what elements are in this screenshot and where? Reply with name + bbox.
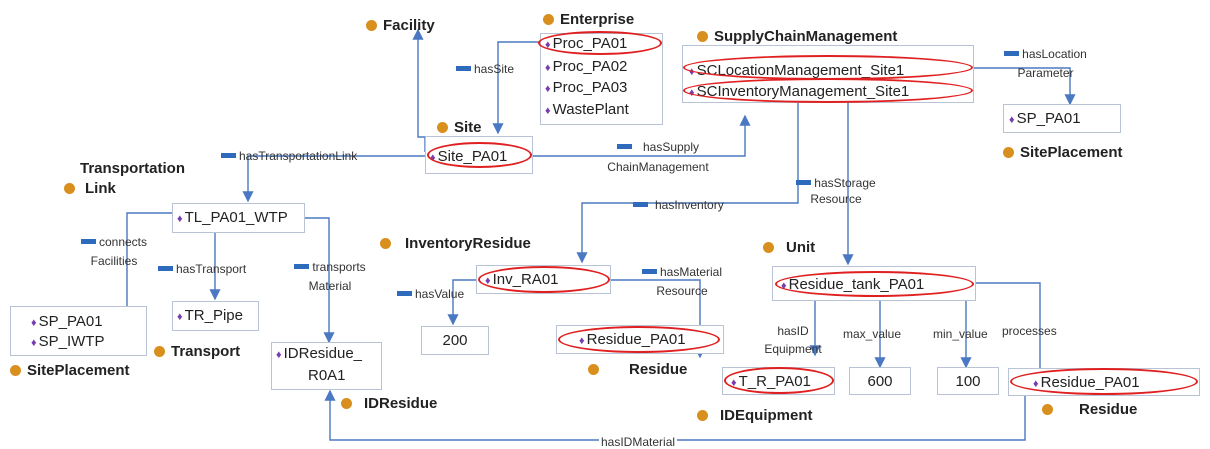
- relation-has-transport: hasTransport: [158, 262, 246, 276]
- instance-diamond-icon: ♦: [31, 337, 37, 349]
- relation-marker-icon: [633, 202, 648, 207]
- instance-id-residue-line2: R0A1: [308, 367, 346, 384]
- relation-marker-icon: [294, 264, 310, 269]
- highlight-inv: [478, 266, 610, 293]
- instance-diamond-icon: ♦: [1009, 114, 1015, 126]
- value-600-box: 600: [849, 367, 911, 395]
- instance-tl: ♦TL_PA01_WTP: [177, 209, 288, 226]
- instance-diamond-icon: ♦: [177, 311, 183, 323]
- relation-max-value: max_value: [843, 327, 902, 341]
- class-dot-icon: [1003, 147, 1014, 158]
- highlight-t-r: [724, 367, 834, 394]
- tr-pipe-box: ♦TR_Pipe: [172, 301, 259, 331]
- relation-marker-icon: [1004, 51, 1020, 56]
- class-site-placement-right: SitePlacement: [1003, 144, 1123, 162]
- relation-marker-icon: [456, 66, 471, 71]
- class-dot-icon: [10, 365, 21, 376]
- instance-diamond-icon: ♦: [31, 317, 37, 329]
- class-enterprise: Enterprise: [543, 11, 634, 29]
- class-facility: Facility: [366, 17, 435, 35]
- class-dot-icon: [697, 31, 708, 42]
- class-inventory-residue: InventoryResidue: [380, 235, 531, 253]
- relation-marker-icon: [616, 144, 632, 149]
- value-200: 200: [442, 332, 468, 349]
- relation-has-site: hasSite: [456, 62, 514, 76]
- class-id-residue: IDResidue: [341, 395, 437, 413]
- class-transport: Transport: [154, 343, 240, 361]
- instance-diamond-icon: ♦: [177, 213, 183, 225]
- highlight-residue-mid: [558, 326, 720, 353]
- class-site-placement-left: SitePlacement: [10, 362, 130, 380]
- highlight-residue-right: [1010, 368, 1198, 395]
- highlight-sc-inventory: [683, 78, 973, 103]
- class-dot-icon: [380, 238, 391, 249]
- sp-right-box: ♦SP_PA01: [1003, 104, 1121, 133]
- instance-diamond-icon: ♦: [545, 83, 551, 95]
- class-unit: Unit: [763, 239, 815, 257]
- relation-has-id-material: hasIDMaterial: [599, 435, 678, 449]
- instance-diamond-icon: ♦: [276, 349, 282, 361]
- class-transportation-link-line2: Link: [64, 180, 116, 198]
- class-site: Site: [437, 119, 482, 137]
- class-id-equipment: IDEquipment: [697, 407, 813, 425]
- highlight-sc-location: [683, 55, 973, 80]
- class-dot-icon: [64, 183, 75, 194]
- class-transportation-link-line1: Transportation: [80, 160, 186, 177]
- tl-box: ♦TL_PA01_WTP: [172, 203, 305, 233]
- class-dot-icon: [588, 364, 599, 375]
- instance-tr-pipe: ♦TR_Pipe: [177, 307, 243, 324]
- class-supply-chain-management: SupplyChainManagement: [697, 28, 897, 46]
- class-dot-icon: [154, 346, 165, 357]
- value-200-box: 200: [421, 326, 489, 355]
- relation-has-value: hasValue: [397, 287, 464, 301]
- class-dot-icon: [1042, 404, 1053, 415]
- instance-diamond-icon: ♦: [545, 62, 551, 74]
- relation-marker-icon: [158, 266, 173, 271]
- relation-processes: processes: [1002, 324, 1057, 338]
- relation-marker-icon: [80, 239, 96, 244]
- relation-has-inventory: hasInventory: [633, 198, 724, 212]
- instance-sp-left-1: ♦SP_PA01: [31, 313, 103, 330]
- value-100: 100: [955, 373, 981, 390]
- class-dot-icon: [437, 122, 448, 133]
- class-dot-icon: [366, 20, 377, 31]
- relation-marker-icon: [641, 269, 657, 274]
- highlight-tank: [775, 271, 974, 297]
- instance-enterprise-3: ♦Proc_PA03: [545, 79, 628, 96]
- instance-diamond-icon: ♦: [545, 105, 551, 117]
- sp-left-box: ♦SP_PA01 ♦SP_IWTP: [10, 306, 147, 356]
- class-residue-mid: Residue: [588, 361, 687, 379]
- class-residue-right: Residue: [1042, 401, 1137, 419]
- highlight-site: [427, 142, 532, 168]
- instance-id-residue-line1: ♦IDResidue_: [276, 345, 363, 362]
- class-dot-icon: [697, 410, 708, 421]
- instance-enterprise-2: ♦Proc_PA02: [545, 58, 628, 75]
- relation-min-value: min_value: [933, 327, 988, 341]
- class-dot-icon: [763, 242, 774, 253]
- value-100-box: 100: [937, 367, 999, 395]
- class-dot-icon: [543, 14, 554, 25]
- highlight-proc-pa01: [538, 31, 662, 55]
- instance-sp-left-2: ♦SP_IWTP: [31, 333, 105, 350]
- relation-marker-icon: [397, 291, 412, 296]
- id-residue-box: ♦IDResidue_ R0A1: [271, 342, 382, 390]
- value-600: 600: [867, 373, 893, 390]
- instance-sp-right: ♦SP_PA01: [1009, 110, 1081, 127]
- class-dot-icon: [341, 398, 352, 409]
- relation-marker-icon: [221, 153, 236, 158]
- relation-marker-icon: [796, 180, 812, 185]
- relation-has-transportation-link: hasTransportationLink: [221, 149, 357, 163]
- instance-enterprise-4: ♦WastePlant: [545, 101, 629, 118]
